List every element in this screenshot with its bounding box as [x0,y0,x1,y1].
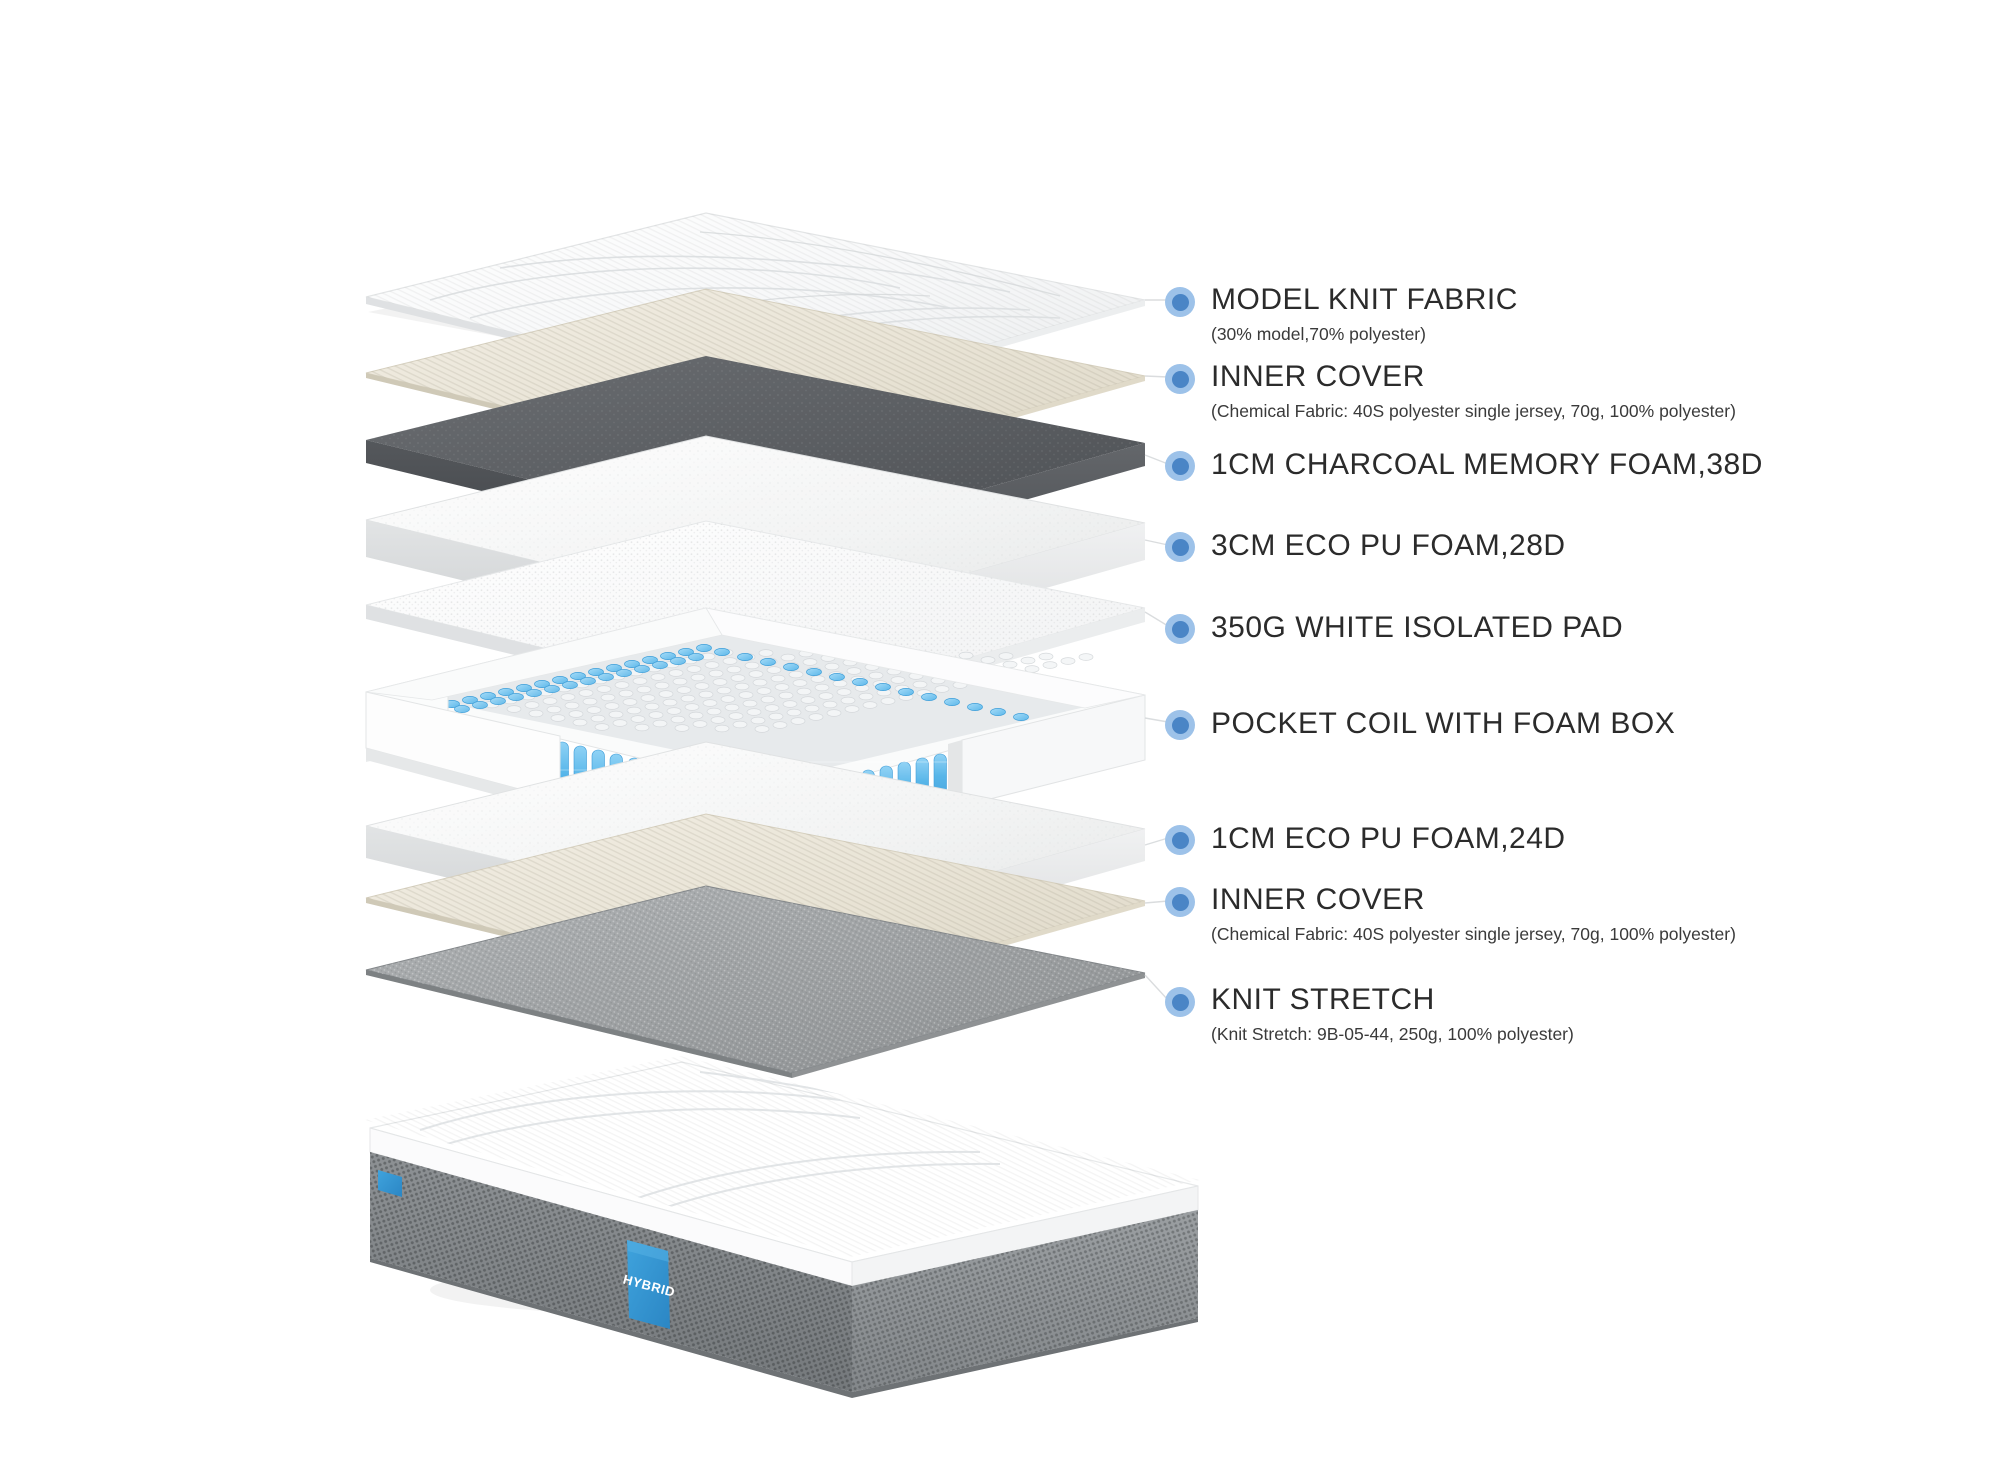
callout-charcoal-memory-foam[interactable]: 1CM CHARCOAL MEMORY FOAM,38D [1165,449,1763,481]
callout-title: 350G WHITE ISOLATED PAD [1211,611,1624,644]
callout-inner-cover-top[interactable]: INNER COVER (Chemical Fabric: 40S polyes… [1165,362,1736,421]
callout-title: 3CM ECO PU FOAM,28D [1211,529,1566,562]
callout-title: INNER COVER [1211,883,1425,916]
leader-lines [1144,299,1169,1001]
foam-box-rails [365,607,1146,812]
callout-title: 1CM ECO PU FOAM,24D [1211,822,1566,855]
bullet-marker-icon [1165,710,1195,740]
callout-title: 1CM CHARCOAL MEMORY FOAM,38D [1211,448,1763,481]
callout-title: POCKET COIL WITH FOAM BOX [1211,707,1676,740]
layer-knit-stretch [365,885,1146,1078]
callout-subtitle: (Knit Stretch: 9B-05-44, 250g, 100% poly… [1211,1024,1574,1044]
callout-knit-stretch[interactable]: KNIT STRETCH (Knit Stretch: 9B-05-44, 25… [1165,985,1574,1044]
bullet-marker-icon [1165,887,1195,917]
callout-model-knit-fabric[interactable]: MODEL KNIT FABRIC (30% model,70% polyest… [1165,285,1518,344]
bullet-marker-icon [1165,532,1195,562]
bullet-marker-icon [1165,987,1195,1017]
callout-subtitle: (Chemical Fabric: 40S polyester single j… [1211,401,1736,421]
callout-subtitle: (30% model,70% polyester) [1211,324,1426,344]
callout-inner-cover-bottom[interactable]: INNER COVER (Chemical Fabric: 40S polyes… [1165,885,1736,944]
bullet-marker-icon [1165,364,1195,394]
layer-pocket-coil-foam-box [365,607,1146,882]
bullet-marker-icon [1165,451,1195,481]
callout-eco-pu-foam-1cm[interactable]: 1CM ECO PU FOAM,24D [1165,823,1566,855]
callout-white-isolated-pad[interactable]: 350G WHITE ISOLATED PAD [1165,612,1623,644]
pocket-coil-bed [365,607,1146,882]
hybrid-tag: HYBRID [621,1240,677,1329]
bullet-marker-icon [1165,614,1195,644]
callout-title: INNER COVER [1211,360,1425,393]
callout-pocket-coil-foam-box[interactable]: POCKET COIL WITH FOAM BOX [1165,708,1675,740]
bullet-marker-icon [1165,825,1195,855]
assembled-mattress: HYBRID [365,1056,1200,1398]
callout-subtitle: (Chemical Fabric: 40S polyester single j… [1211,924,1736,944]
side-tab-icon [378,1170,402,1197]
callout-title: MODEL KNIT FABRIC [1211,283,1518,316]
callout-title: KNIT STRETCH [1211,983,1435,1016]
bullet-marker-icon [1165,287,1195,317]
callout-eco-pu-foam-3cm[interactable]: 3CM ECO PU FOAM,28D [1165,530,1566,562]
